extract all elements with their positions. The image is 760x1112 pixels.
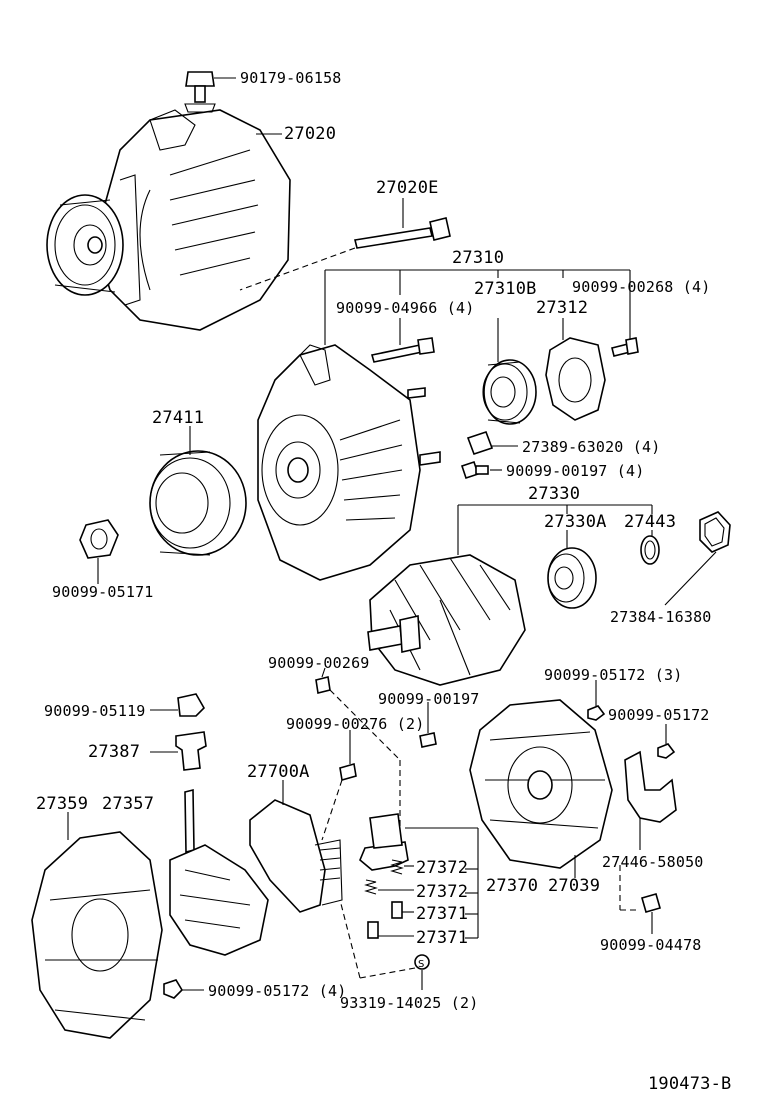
spring-27372-b: [364, 879, 378, 895]
retainer-plate-27312: [545, 337, 606, 421]
label-90099-04966: 90099-04966 (4): [336, 299, 475, 317]
label-27370: 27370: [486, 876, 539, 896]
label-27357: 27357: [102, 794, 155, 814]
label-27359: 27359: [36, 794, 89, 814]
screw-90099-00269: [315, 676, 331, 694]
label-27020E: 27020E: [376, 178, 439, 198]
pulley-27411: [149, 450, 247, 556]
bolt-90099-04478: [641, 893, 661, 913]
label-90099-05172-3: 90099-05172 (3): [544, 666, 683, 684]
label-90099-05119: 90099-05119: [44, 702, 146, 720]
rotor-27330: [367, 554, 526, 686]
label-27411: 27411: [152, 408, 205, 428]
label-27387: 27387: [88, 742, 141, 762]
through-bolt-27020E: [354, 217, 451, 249]
drive-end-frame-27310: [257, 344, 441, 581]
label-27700A: 27700A: [247, 762, 310, 782]
label-27372-b: 27372: [416, 882, 469, 902]
label-27443: 27443: [624, 512, 677, 532]
insulator-27387: [175, 731, 207, 771]
label-27389-63020: 27389-63020 (4): [522, 438, 661, 456]
label-27020: 27020: [284, 124, 337, 144]
label-27330A: 27330A: [544, 512, 607, 532]
rectifier-end-frame-27039: [469, 699, 613, 869]
brush-27371-a: [391, 901, 403, 919]
label-90099-00197: 90099-00197: [378, 690, 480, 708]
regulator-27700A: [249, 799, 343, 913]
label-90099-04478: 90099-04478: [600, 936, 702, 954]
label-90099-05171: 90099-05171: [52, 583, 154, 601]
nut-90099-05172: [657, 743, 676, 759]
label-27371-b: 27371: [416, 928, 469, 948]
label-90099-05172: 90099-05172: [608, 706, 710, 724]
label-90099-00268: 90099-00268 (4): [572, 278, 711, 296]
nut-90099-05171: [79, 519, 119, 559]
nut-90179-06158: [184, 71, 216, 113]
label-90099-05172-4: 90099-05172 (4): [208, 982, 347, 1000]
label-93319-14025: 93319-14025 (2): [340, 994, 479, 1012]
cover-27443: [640, 535, 660, 565]
svg-text:S: S: [418, 959, 424, 970]
label-27310B: 27310B: [474, 279, 537, 299]
nut-90099-00276: [339, 762, 357, 782]
label-90099-00276: 90099-00276 (2): [286, 715, 425, 733]
screw-90099-00268: [611, 337, 639, 357]
label-27312: 27312: [536, 298, 589, 318]
label-90099-00269: 90099-00269: [268, 654, 370, 672]
label-27384-16380: 27384-16380: [610, 608, 712, 626]
bearing-27330A: [547, 547, 597, 609]
nut-90099-05172-4: [163, 979, 184, 999]
diagram-code: 190473-B: [648, 1074, 732, 1094]
nut-90099-05172-3: [587, 705, 606, 721]
spring-27372-a: [390, 859, 404, 875]
rear-end-cover-27359: [31, 831, 163, 1039]
label-27330: 27330: [528, 484, 581, 504]
label-27446-58050: 27446-58050: [602, 853, 704, 871]
nut-90099-00197: [460, 460, 489, 480]
label-27372-a: 27372: [416, 858, 469, 878]
screw-93319-14025: S: [414, 954, 430, 970]
seal-27384-16380: [699, 511, 731, 553]
label-90099-00197-4: 90099-00197 (4): [506, 462, 645, 480]
label-27371-a: 27371: [416, 904, 469, 924]
insulator-27389-63020: [466, 430, 494, 456]
screw-90099-00197: [419, 732, 437, 748]
alternator-assembly-27020: [46, 109, 291, 331]
rectifier-27357: [169, 788, 269, 956]
label-27310: 27310: [452, 248, 505, 268]
label-27039: 27039: [548, 876, 601, 896]
bearing-27310B: [482, 359, 537, 425]
terminal-insulator-27446-58050: [624, 750, 677, 823]
brush-27371-b: [367, 921, 379, 939]
stud-bolt-90099-04966: [370, 337, 435, 363]
cap-90099-05119: [177, 693, 205, 717]
label-90179-06158: 90179-06158: [240, 69, 342, 87]
